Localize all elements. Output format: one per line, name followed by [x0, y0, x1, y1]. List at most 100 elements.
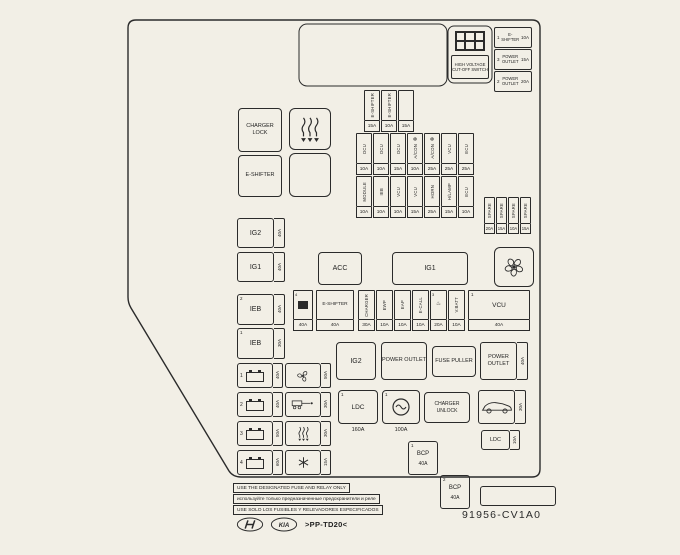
fuse-bcp-2: 2 BCP 40A	[440, 475, 470, 509]
note-spanish: USE SOLO LOS FUSIBLES Y RELEVADORES ESPE…	[233, 505, 383, 515]
power-outlet-relay: POWER OUTLET	[381, 342, 427, 380]
fuse-amp: 40A	[274, 294, 285, 325]
fuse-body: V.BATT	[448, 290, 465, 320]
fuse-label: E-SHIFTER	[322, 302, 348, 308]
fuse-body	[398, 90, 414, 121]
fuse-number: 1	[471, 292, 474, 297]
fuse: CHARGER 30A	[358, 290, 375, 331]
fuse-body: VCU	[390, 176, 406, 207]
fuse-label: MODULE	[361, 181, 367, 202]
fuse-body: SPARE	[496, 197, 507, 224]
fuse-body: EWP	[376, 290, 393, 320]
fuse-amp: 40A	[293, 320, 313, 331]
fuse-number: 1	[497, 35, 500, 40]
fuse-amp: 10A	[373, 207, 389, 218]
fuse-label: V.BATT	[454, 297, 459, 313]
fuse-label: E-SHIFTER	[501, 32, 520, 42]
fuse-row-middle: DCU 10A DCU 10A DCU 15A	[356, 133, 475, 175]
fuse-ieb-1: 1 IEB 30A	[237, 328, 285, 359]
fuse-label: DCU	[378, 143, 384, 154]
fuse-label: SPARE	[487, 202, 492, 219]
fuse-body: CHARGER	[358, 290, 375, 320]
fuse-amp: 15A	[441, 207, 457, 218]
fuse-amp: 40A	[273, 392, 283, 417]
fuse-amp: 40A	[517, 342, 528, 380]
fuse: VCU 15A	[407, 176, 423, 218]
fuse-body: ❄ A/CON	[407, 133, 423, 164]
fuse-number: 4	[295, 291, 298, 297]
fan-icon	[297, 370, 308, 382]
battery-fuse-3: 3 50A	[237, 421, 283, 446]
fuse-label: POWER OUTLET	[501, 76, 519, 86]
fuse-label: E-SHIFTER	[369, 93, 375, 118]
usage-notes: USE THE DESIGNATED FUSE AND RELAY ONLY и…	[233, 483, 383, 516]
fuse-amp: 40A	[418, 461, 428, 467]
fuse-label: POWER OUTLET	[487, 353, 510, 367]
fuse: ECU 25A	[458, 133, 474, 175]
fuse-amp: 25A	[424, 207, 440, 218]
fuse-amp: 10A	[458, 207, 474, 218]
charger-lock-relay: CHARGER LOCK	[238, 108, 282, 152]
outer-case-outline	[127, 19, 541, 478]
fuse-amp: 15A	[364, 121, 380, 132]
fuse-amp: 10A	[356, 164, 372, 175]
fuse-amp: 40A	[274, 218, 285, 248]
fuse: V.BATT 10A	[448, 290, 465, 331]
fuse-body: H/LAMP	[441, 176, 457, 207]
fuse-label: SPARE	[511, 202, 516, 219]
fuse-body: E-SHIFTER	[364, 90, 380, 121]
fuse-amp: 25A	[441, 164, 457, 175]
fuse-number: 1	[240, 372, 243, 379]
fuse-ieb-2: 2 IEB 40A	[237, 294, 285, 325]
fuse-body: HORN	[424, 176, 440, 207]
fuse-amp: 20A	[430, 320, 447, 331]
fuse-label: VCU	[412, 186, 418, 197]
label-placeholder-box	[480, 486, 556, 506]
fuse-number: 1	[411, 443, 414, 448]
hv-switch-grid-icon	[455, 31, 485, 51]
fuse-amp: 10A	[381, 121, 397, 132]
fuse-amp: 15A	[496, 224, 507, 234]
fuse: HORN 25A	[424, 176, 440, 218]
fuse-amp: 10A	[508, 224, 519, 234]
top-right-fuse-strip: 1 E-SHIFTER 10A 3 POWER OUTLET 15A 2 POW…	[494, 27, 532, 93]
battery-fuse-2: 2 40A	[237, 392, 283, 417]
fuse-icon: ❄	[412, 136, 418, 143]
fuse-puller: FUSE PULLER	[432, 346, 476, 377]
acc-relay: ACC	[318, 252, 362, 285]
fuse-amp: 10A	[448, 320, 465, 331]
fuse-amp: 15A	[407, 207, 423, 218]
fuse-label: SPARE	[523, 202, 528, 219]
fuse-label: HORN	[429, 184, 435, 199]
fuse: ❄ A/CON 10A	[407, 133, 423, 175]
fuse-power-outlet: POWER OUTLET 40A	[480, 342, 528, 380]
ig1-relay: IG1	[392, 252, 468, 285]
fuse-label: POWER OUTLET	[501, 54, 519, 64]
fuse-amp: 15A	[398, 121, 414, 132]
fuse-icon: ❄	[429, 136, 435, 143]
fuse-amp: 40A	[316, 320, 354, 331]
fuse-label: IEB	[249, 340, 262, 347]
note-russian: используйте только предназначенные предо…	[233, 494, 380, 504]
fuse-label: VCU	[446, 143, 452, 154]
fuse-label: A/CON	[429, 144, 435, 160]
fuse-amp: 10A	[373, 164, 389, 175]
fuse: E-CALL 10A	[412, 290, 429, 331]
fuse-amp: 30A	[274, 328, 285, 359]
fuse-body: SPARE	[508, 197, 519, 224]
fuse-label: EAP	[400, 300, 405, 310]
fuse-amp: 40A	[274, 252, 285, 282]
star-fuse: 15A	[285, 450, 331, 475]
fuse-label: DCU	[395, 143, 401, 154]
fuse-amp: 10A	[510, 430, 520, 450]
ig2-relay: IG2	[336, 342, 376, 380]
fuse: DCU 10A	[356, 133, 372, 175]
fuse-amp: 10A	[356, 207, 372, 218]
fuse-label: SPARE	[499, 202, 504, 219]
fuse-row-bottom: MODULE 10A IEB 10A VCU 10A	[356, 176, 475, 218]
fuse-amp: 25A	[424, 164, 440, 175]
fuse-label: EWP	[382, 299, 387, 311]
fuse-label: LDC	[351, 403, 365, 411]
fuse-label: IG2	[249, 229, 262, 237]
